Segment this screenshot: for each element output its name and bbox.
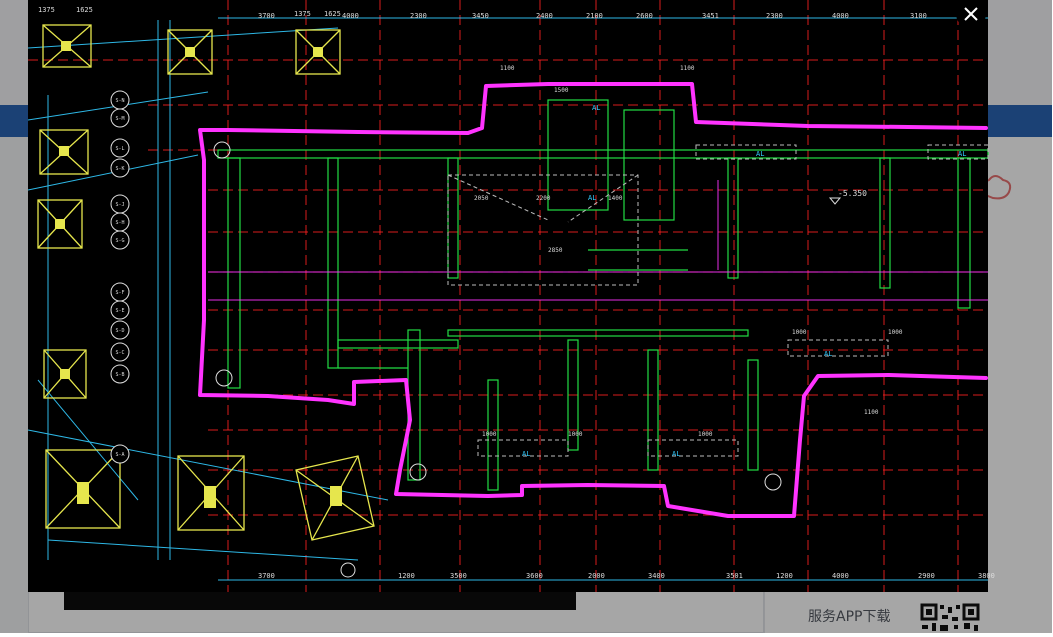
- dimension-label: 3700: [258, 572, 275, 580]
- axis-tag-labels: S-N S-M S-L S-K S-J S-H S-G S-F S-E S-D …: [115, 98, 124, 458]
- axis-tag: S-C: [115, 350, 124, 356]
- qr-code-icon: [920, 603, 980, 633]
- dimension-label: 4000: [832, 572, 849, 580]
- bottom-dimension-labels: 3700 1200 3500 3600 2000 3400 3501 1200 …: [258, 572, 995, 580]
- dimension-label: 1200: [776, 572, 793, 580]
- image-thumbnail-strip: [64, 592, 576, 610]
- dimension-label: 1000: [888, 329, 903, 336]
- dimension-label: 1375: [294, 10, 311, 18]
- axis-tag: S-N: [115, 98, 124, 104]
- dimension-label: 3500: [450, 572, 467, 580]
- markup-outline: [198, 82, 988, 518]
- dimension-label: 1625: [324, 10, 341, 18]
- room-label: AL: [824, 350, 832, 358]
- axis-tag: S-E: [115, 308, 124, 314]
- dimension-label: 2300: [766, 12, 783, 20]
- room-label: AL: [672, 450, 680, 458]
- dimension-label: 1000: [792, 329, 807, 336]
- room-labels: AL AL AL AL AL AL AL: [522, 104, 966, 458]
- axis-tag: S-D: [115, 328, 124, 334]
- close-button[interactable]: [956, 0, 986, 28]
- misc-notes: 1100 1100 1100 1000 1000 1000 1000 1000 …: [474, 65, 903, 438]
- dashed-details: [447, 144, 989, 457]
- dimension-label: 4000: [342, 12, 359, 20]
- dimension-label: 1500: [554, 87, 569, 94]
- axis-tag: S-K: [115, 166, 124, 172]
- room-label: AL: [592, 104, 600, 112]
- grid-lines-vertical: [227, 0, 959, 592]
- cad-drawing-image: S-N S-M S-L S-K S-J S-H S-G S-F S-E S-D …: [27, 0, 995, 592]
- dimension-label: 2100: [586, 12, 603, 20]
- dimension-label: 1200: [398, 572, 415, 580]
- dimension-label: 3700: [258, 12, 275, 20]
- dimension-label: 4000: [832, 12, 849, 20]
- axis-tag: S-A: [115, 452, 124, 458]
- axis-tag: S-H: [115, 220, 124, 226]
- dimension-label: 2050: [474, 195, 489, 202]
- dimension-label: 2900: [918, 572, 935, 580]
- reference-lines: [208, 180, 988, 301]
- axis-tag: S-L: [115, 146, 124, 152]
- close-icon: [964, 7, 978, 21]
- dimension-label: 3400: [648, 572, 665, 580]
- footing-columns: [55, 41, 342, 508]
- dimension-label: 3800: [978, 572, 995, 580]
- dimension-label: 1100: [500, 65, 515, 72]
- dimension-label: 2200: [536, 195, 551, 202]
- dimension-label: 1100: [864, 409, 879, 416]
- elevation-label: -5.350: [838, 189, 867, 198]
- room-label: AL: [588, 194, 596, 202]
- axis-tag-markers: [110, 90, 130, 464]
- dimension-label: 1100: [680, 65, 695, 72]
- dimension-label: 2600: [636, 12, 653, 20]
- room-label: AL: [958, 150, 966, 158]
- dimension-label: 2300: [410, 12, 427, 20]
- axis-tag: S-M: [115, 116, 124, 122]
- dimension-label: 2400: [536, 12, 553, 20]
- dimension-label: 1000: [698, 431, 713, 438]
- dimension-label: 1000: [482, 431, 497, 438]
- room-label: AL: [522, 450, 530, 458]
- dimension-label: 2000: [588, 572, 605, 580]
- dimension-label: 1400: [608, 195, 623, 202]
- axis-tag: S-G: [115, 238, 124, 244]
- app-download-link[interactable]: 服务APP下载: [808, 609, 891, 625]
- axis-tag: S-J: [115, 202, 124, 208]
- circles: [213, 141, 782, 578]
- dimension-label: 3100: [910, 12, 927, 20]
- elevation-marker: -5.350: [828, 189, 867, 205]
- axis-tag: S-B: [115, 372, 124, 378]
- dimension-label: 1375: [38, 6, 55, 14]
- dimension-label: 1625: [76, 6, 93, 14]
- top-dimension-labels: 1375 1625 3700 1375 1625 4000 2300 3450 …: [38, 6, 927, 20]
- dimension-label: 3450: [472, 12, 489, 20]
- dimension-label: 2850: [548, 247, 563, 254]
- axis-tag: S-F: [115, 290, 124, 296]
- dimension-label: 1000: [568, 431, 583, 438]
- dimension-label: 3600: [526, 572, 543, 580]
- room-label: AL: [756, 150, 764, 158]
- dimension-label: 3501: [726, 572, 743, 580]
- dimension-label: 3451: [702, 12, 719, 20]
